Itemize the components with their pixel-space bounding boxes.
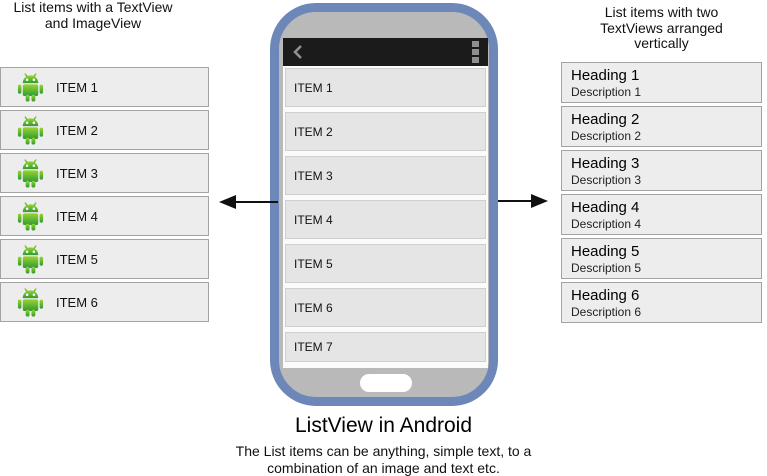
list-item[interactable]: ITEM 4 <box>0 196 209 236</box>
left-arrow-head-icon <box>219 195 236 209</box>
android-robot-icon <box>17 201 44 231</box>
android-robot-icon <box>17 244 44 274</box>
phone-list-item[interactable]: ITEM 4 <box>285 200 486 239</box>
right-panel-heading: List items with two TextViews arranged v… <box>561 4 762 52</box>
left-list: ITEM 1 ITEM 2 ITEM 3 ITEM 4 ITEM 5 ITEM … <box>0 67 209 325</box>
right-arrow-head-icon <box>531 194 548 208</box>
list-item[interactable]: Heading 4 Description 4 <box>561 194 762 235</box>
list-item-description: Description 3 <box>571 173 642 187</box>
list-item[interactable]: Heading 2 Description 2 <box>561 106 762 147</box>
left-panel-heading-text: List items with a TextView and ImageView <box>13 0 173 31</box>
back-chevron-icon[interactable] <box>292 44 303 60</box>
right-panel-heading-text: List items with two TextViews arranged v… <box>600 4 723 51</box>
android-robot-icon <box>17 115 44 145</box>
list-item-description: Description 6 <box>571 305 642 319</box>
action-bar <box>283 38 488 66</box>
list-item[interactable]: ITEM 3 <box>0 153 209 193</box>
list-item-description: Description 4 <box>571 217 642 231</box>
phone-list-item-label: ITEM 7 <box>294 340 333 354</box>
list-item-heading: Heading 4 <box>571 199 640 216</box>
phone-mockup: ITEM 1 ITEM 2 ITEM 3 ITEM 4 ITEM 5 ITEM … <box>270 3 498 406</box>
android-robot-icon <box>17 287 44 317</box>
phone-screen: ITEM 1 ITEM 2 ITEM 3 ITEM 4 ITEM 5 ITEM … <box>283 38 488 368</box>
list-item-heading: Heading 3 <box>571 155 640 172</box>
phone-list-item-label: ITEM 2 <box>294 124 333 139</box>
phone-list-item-label: ITEM 1 <box>294 80 333 95</box>
list-item[interactable]: Heading 6 Description 6 <box>561 282 762 323</box>
phone-list-item-label: ITEM 6 <box>294 300 333 315</box>
left-panel-heading: List items with a TextView and ImageView <box>0 0 186 31</box>
android-robot-icon <box>17 158 44 188</box>
phone-list-item-label: ITEM 4 <box>294 212 333 227</box>
list-item[interactable]: ITEM 5 <box>0 239 209 279</box>
phone-list: ITEM 1 ITEM 2 ITEM 3 ITEM 4 ITEM 5 ITEM … <box>283 66 488 362</box>
list-item-label: ITEM 3 <box>56 165 98 181</box>
list-item[interactable]: Heading 1 Description 1 <box>561 62 762 103</box>
list-item-heading: Heading 1 <box>571 67 640 84</box>
diagram-subtitle: The List items can be anything, simple t… <box>0 443 767 476</box>
phone-list-item[interactable]: ITEM 6 <box>285 288 486 327</box>
list-item-label: ITEM 2 <box>56 122 98 138</box>
phone-list-item[interactable]: ITEM 2 <box>285 112 486 151</box>
list-item[interactable]: Heading 5 Description 5 <box>561 238 762 279</box>
list-item-description: Description 2 <box>571 129 642 143</box>
left-arrow-line <box>234 201 278 203</box>
list-item-label: ITEM 5 <box>56 251 98 267</box>
phone-list-item[interactable]: ITEM 5 <box>285 244 486 283</box>
phone-list-item-label: ITEM 5 <box>294 256 333 271</box>
phone-list-item-label: ITEM 3 <box>294 168 333 183</box>
right-arrow-line <box>498 200 533 202</box>
list-item-description: Description 5 <box>571 261 642 275</box>
home-button[interactable] <box>360 374 412 392</box>
list-item-heading: Heading 2 <box>571 111 640 128</box>
list-item[interactable]: ITEM 2 <box>0 110 209 150</box>
list-item[interactable]: ITEM 6 <box>0 282 209 322</box>
diagram-title: ListView in Android <box>294 414 473 437</box>
list-item-heading: Heading 5 <box>571 243 640 260</box>
list-item-label: ITEM 1 <box>56 79 98 95</box>
overflow-menu-icon[interactable] <box>472 40 479 64</box>
list-item-description: Description 1 <box>571 85 642 99</box>
phone-list-item[interactable]: ITEM 1 <box>285 68 486 107</box>
list-item-label: ITEM 4 <box>56 208 98 224</box>
list-item-label: ITEM 6 <box>56 294 98 310</box>
list-item[interactable]: Heading 3 Description 3 <box>561 150 762 191</box>
list-item-heading: Heading 6 <box>571 287 640 304</box>
right-list: Heading 1 Description 1 Heading 2 Descri… <box>561 62 762 326</box>
diagram-subtitle-text: The List items can be anything, simple t… <box>235 443 532 476</box>
phone-list-item[interactable]: ITEM 3 <box>285 156 486 195</box>
phone-list-item[interactable]: ITEM 7 <box>285 332 486 362</box>
android-robot-icon <box>17 72 44 102</box>
list-item[interactable]: ITEM 1 <box>0 67 209 107</box>
